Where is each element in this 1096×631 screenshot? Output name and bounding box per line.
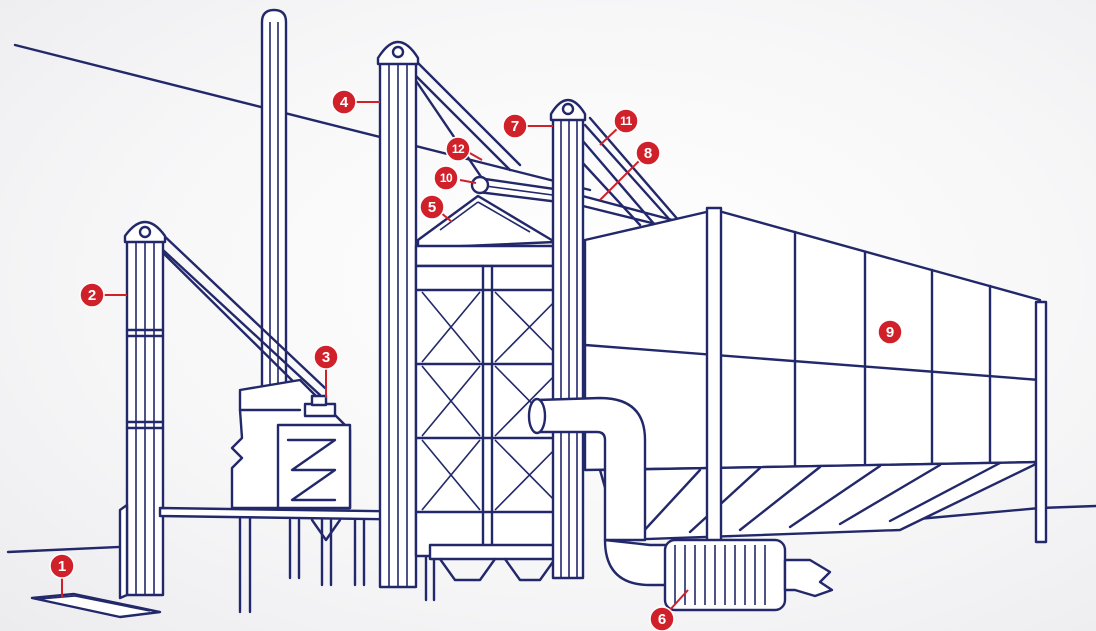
marker-11: 11 [614, 109, 638, 133]
marker-8-label: 8 [644, 145, 652, 162]
marker-9: 9 [878, 320, 902, 344]
receiving-pit [32, 594, 160, 617]
marker-3: 3 [314, 345, 338, 369]
marker-7: 7 [503, 114, 527, 138]
marker-6: 6 [650, 607, 674, 631]
marker-9-label: 9 [886, 324, 894, 341]
marker-1-label: 1 [58, 558, 66, 575]
marker-5-label: 5 [428, 199, 436, 216]
marker-4-label: 4 [340, 94, 349, 111]
marker-1: 1 [50, 554, 74, 578]
storage-bin [585, 208, 1046, 603]
marker-8: 8 [636, 141, 660, 165]
marker-10-label: 10 [440, 171, 453, 185]
marker-6-label: 6 [658, 611, 666, 628]
marker-10: 10 [434, 166, 458, 190]
marker-12-label: 12 [452, 142, 465, 156]
elevator-right [551, 100, 585, 578]
marker-2-label: 2 [88, 287, 96, 304]
marker-4: 4 [332, 90, 356, 114]
dryer-tower [416, 196, 568, 580]
marker-5: 5 [420, 195, 444, 219]
marker-11-label: 11 [620, 114, 633, 128]
marker-3-label: 3 [322, 349, 330, 366]
marker-12: 12 [446, 137, 470, 161]
marker-2: 2 [80, 283, 104, 307]
marker-7-label: 7 [511, 118, 519, 135]
cleaner-machine [232, 380, 350, 508]
